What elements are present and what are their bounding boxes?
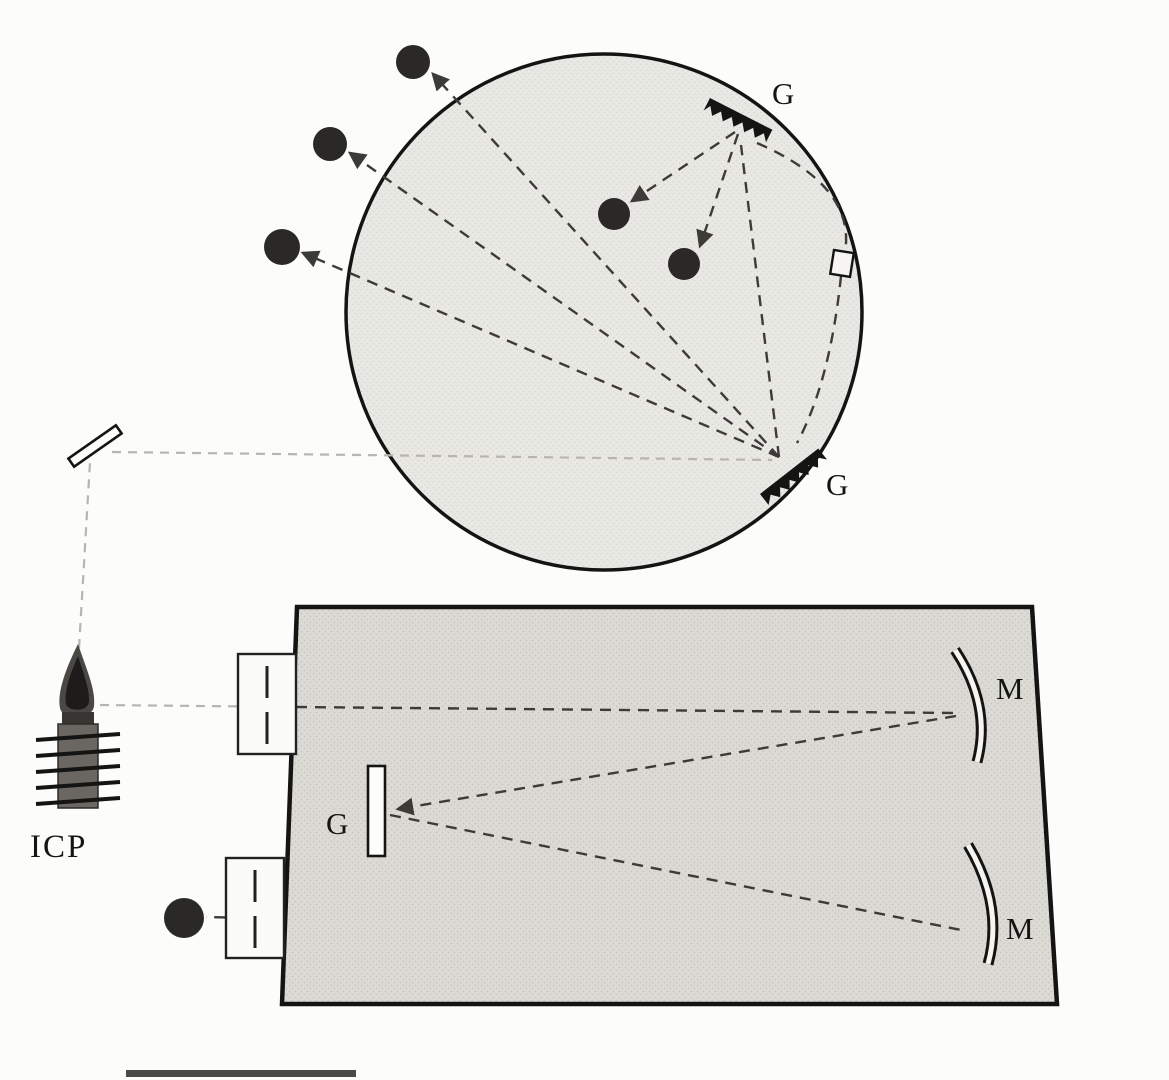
detector-dot [598, 198, 630, 230]
torch-flame-core [65, 656, 90, 710]
ray-entrance-mono-inside [295, 705, 957, 715]
mirror-bottom-label: M [1006, 911, 1034, 946]
torch-injector [62, 712, 94, 726]
ray-to-detector-2 [347, 151, 780, 458]
exit-slit [224, 856, 286, 960]
ray-torch-to-mirror [77, 461, 92, 649]
entrance-slit [236, 652, 298, 756]
mirror-top-label: M [996, 671, 1024, 706]
ray-to-detector-5 [696, 133, 740, 249]
grating-mono-label: G [326, 806, 348, 841]
detector-dot [264, 229, 300, 265]
ray-edge-lower [795, 275, 843, 444]
collimating-mirror [950, 646, 987, 764]
detector-dot [396, 45, 430, 79]
grating-top-label: G [772, 76, 794, 111]
cropped-line [126, 1070, 356, 1077]
grating-bottom [760, 448, 827, 506]
induction-coil [35, 732, 121, 806]
rowland-circle [344, 52, 864, 572]
ray-to-detector-3 [300, 250, 780, 459]
ray-to-detector-1 [431, 71, 780, 458]
ray-entrance-circle [111, 450, 773, 462]
grating-mono [366, 764, 387, 858]
exit-window [828, 248, 856, 279]
ray-grating-to-mirror [389, 813, 967, 933]
detector-dot [313, 127, 347, 161]
detector-dot [164, 898, 204, 938]
grating-bottom-label: G [826, 467, 848, 502]
grating-top [703, 98, 773, 143]
transfer-mirror [66, 423, 124, 469]
icp-label: ICP [30, 829, 87, 865]
focusing-mirror [963, 842, 999, 966]
detector-dot [668, 248, 700, 280]
ray-to-detector-4 [629, 131, 736, 203]
monochromator-housing [279, 604, 1060, 1007]
icp-torch [35, 644, 121, 809]
ray-grating-to-grating [739, 144, 781, 458]
ray-edge-upper [756, 141, 848, 253]
